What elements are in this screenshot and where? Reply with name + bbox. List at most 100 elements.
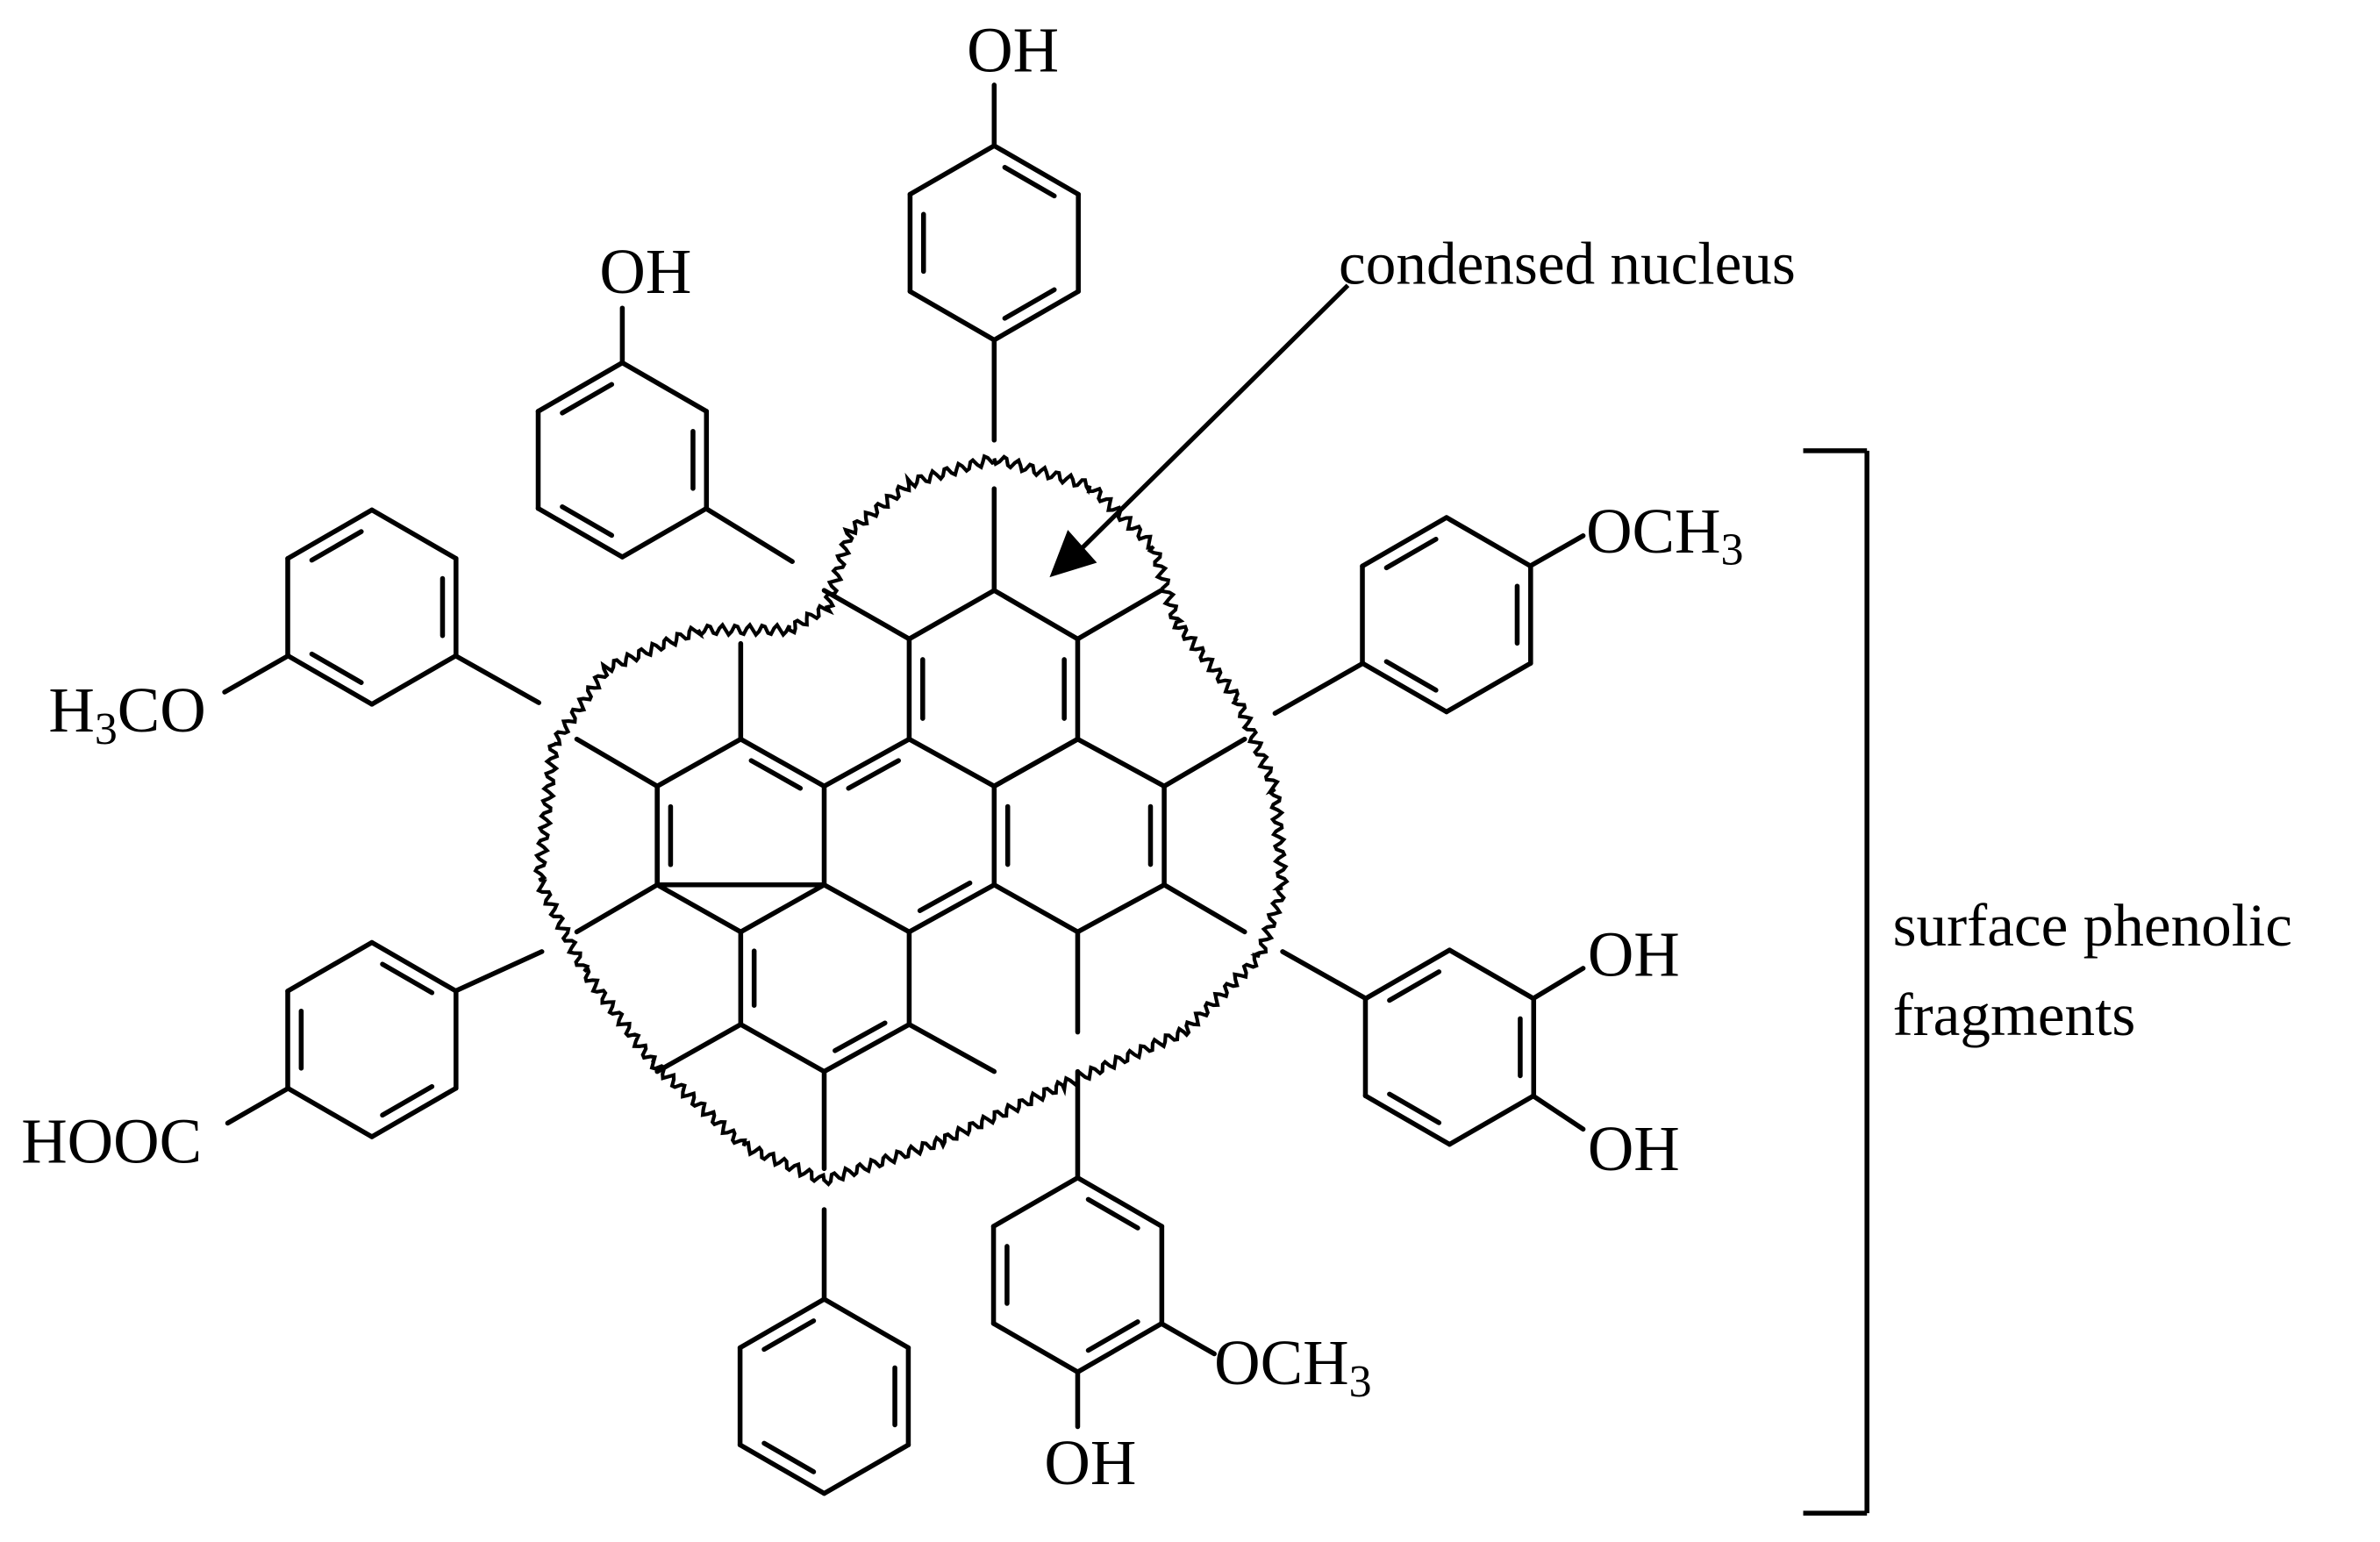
ring-catechol-edge-0 <box>1447 947 1537 1002</box>
ring-m-hydroxyphenyl-double-3 <box>560 504 615 539</box>
ring-phenyl-edge-0 <box>821 1296 911 1351</box>
ring-phenyl-edge-2 <box>821 1442 911 1496</box>
och3-right-sub: 3 <box>1720 525 1743 575</box>
stub-10 <box>654 1022 744 1074</box>
h3co-sub: 3 <box>95 704 118 754</box>
ring-benzoic-acid-edge-5 <box>285 939 375 994</box>
oh-label-right-1: OH <box>1588 919 1680 990</box>
nucleus-bond-a <box>654 882 744 935</box>
ring-p-methoxyphenyl-edge-0 <box>1444 515 1533 569</box>
nucleus-ring-bottom-edge-1 <box>821 1022 912 1074</box>
nucleus-double-center <box>846 758 901 791</box>
ring-p-methoxyphenyl-edge-3 <box>1360 660 1449 715</box>
link-right <box>1272 660 1366 717</box>
nucleus-ring-top-edge-2 <box>991 588 1081 642</box>
stub-5 <box>574 736 660 789</box>
ring-catechol-edge-3 <box>1362 1093 1453 1147</box>
nucleus-ring-right-edge-0 <box>1075 736 1167 789</box>
oh-bond-right-1 <box>1530 966 1586 1002</box>
ring-p-hydroxyphenyl-double-2 <box>1002 287 1057 321</box>
nucleus-ring-top-edge-1 <box>906 588 997 642</box>
nucleus-ring-right-edge-5 <box>991 736 1081 789</box>
oh-label-right-2: OH <box>1588 1113 1680 1184</box>
och3-right-main: OCH <box>1586 496 1720 567</box>
nucleus-ring-bottom-edge-5 <box>821 882 912 935</box>
ring-catechol-double-5 <box>1387 969 1442 1003</box>
stub-7 <box>1161 736 1247 789</box>
och3-bond-bottom <box>1158 1321 1217 1357</box>
och3-label-bottom: OCH3 <box>1214 1327 1371 1407</box>
ring-benzoic-acid-edge-2 <box>369 1085 459 1139</box>
ring-m-hydroxyphenyl-edge-0 <box>619 360 710 414</box>
ring-phenyl-edge-3 <box>737 1442 827 1496</box>
link-left <box>453 653 541 705</box>
nucleus-ring-left-edge-3 <box>738 736 827 789</box>
link-upper-left <box>703 505 795 564</box>
link-lower-left <box>453 949 545 994</box>
ring-guaiacyl-edge-5 <box>990 1174 1081 1229</box>
ring-phenyl-double-3 <box>761 1440 817 1474</box>
molecular-bonds <box>222 82 1586 1496</box>
ring-m-methoxyphenyl-edge-2 <box>369 653 459 707</box>
ring-p-methoxyphenyl-double-3 <box>1383 659 1439 693</box>
och3-bottom-main: OCH <box>1214 1327 1348 1398</box>
och3-bond-right <box>1527 533 1586 569</box>
fragments-label: fragments <box>1893 981 2136 1048</box>
ring-guaiacyl-double-0 <box>1085 1196 1140 1231</box>
och3-bond-left <box>222 653 291 695</box>
condensed-nucleus-boundary <box>532 453 1290 1188</box>
ring-guaiacyl-edge-2 <box>1075 1321 1165 1374</box>
arrowhead <box>1049 530 1097 578</box>
ring-p-methoxyphenyl-edge-5 <box>1360 515 1449 569</box>
stub-2 <box>1075 588 1164 642</box>
oh-label-top: OH <box>967 14 1059 85</box>
ring-benzoic-acid-edge-0 <box>369 939 459 994</box>
condensed-nucleus-label: condensed nucleus <box>1339 230 1796 297</box>
nucleus-ring-top-edge-5 <box>906 736 997 789</box>
ring-benzoic-acid-edge-3 <box>285 1085 375 1139</box>
stub-1 <box>821 588 912 642</box>
ring-benzoic-acid-double-0 <box>380 961 435 996</box>
ring-m-methoxyphenyl-double-5 <box>309 529 364 563</box>
stub-11 <box>906 1022 997 1074</box>
ring-catechol-edge-5 <box>1362 947 1453 1002</box>
nucleus-ring-right-edge-2 <box>1075 882 1167 935</box>
ring-p-hydroxyphenyl-edge-2 <box>991 289 1081 343</box>
fragments-bracket <box>1803 448 1869 1516</box>
nucleus-bond-c <box>821 736 912 789</box>
ring-m-hydroxyphenyl-edge-3 <box>535 505 625 560</box>
ring-p-hydroxyphenyl-edge-5 <box>907 143 997 197</box>
nucleus-ring-bottom-double-1 <box>833 1020 888 1053</box>
oh-label-bottom: OH <box>1044 1427 1136 1498</box>
nucleus-ring-left-edge-2 <box>654 736 744 789</box>
oh-label-upper-left: OH <box>599 236 691 307</box>
nucleus-double-left-top <box>748 758 804 791</box>
cooh-bond <box>225 1085 291 1126</box>
ring-p-methoxyphenyl-edge-2 <box>1444 660 1533 715</box>
hooc-label: HOOC <box>21 1105 202 1176</box>
h3co-label: H3CO <box>48 675 205 754</box>
ring-phenyl-double-5 <box>761 1318 817 1353</box>
arrow <box>1049 283 1350 578</box>
ring-p-hydroxyphenyl-double-0 <box>1002 165 1057 199</box>
ring-p-hydroxyphenyl-edge-0 <box>991 143 1081 197</box>
ring-m-methoxyphenyl-double-3 <box>309 651 364 685</box>
ring-m-methoxyphenyl-edge-3 <box>285 653 375 707</box>
surface-phenolic-label: surface phenolic <box>1893 891 2292 959</box>
nucleus-ring-right-edge-3 <box>991 882 1081 935</box>
h3co-h: H <box>48 675 94 746</box>
stub-8 <box>1161 882 1247 935</box>
link-lower-right <box>1280 949 1369 1002</box>
stub-6 <box>574 882 660 935</box>
ring-catechol-edge-2 <box>1447 1093 1537 1147</box>
nucleus-ring-bottom-edge-4 <box>738 882 827 935</box>
ring-catechol-double-3 <box>1387 1091 1442 1125</box>
ring-guaiacyl-double-2 <box>1085 1319 1140 1353</box>
ring-guaiacyl-edge-0 <box>1075 1174 1165 1229</box>
nucleus-double-center-2 <box>917 880 973 913</box>
ring-p-hydroxyphenyl-edge-3 <box>907 289 997 343</box>
ring-phenyl-edge-5 <box>737 1296 827 1351</box>
ring-m-hydroxyphenyl-double-5 <box>560 382 615 416</box>
ring-m-hydroxyphenyl-edge-5 <box>535 360 625 414</box>
